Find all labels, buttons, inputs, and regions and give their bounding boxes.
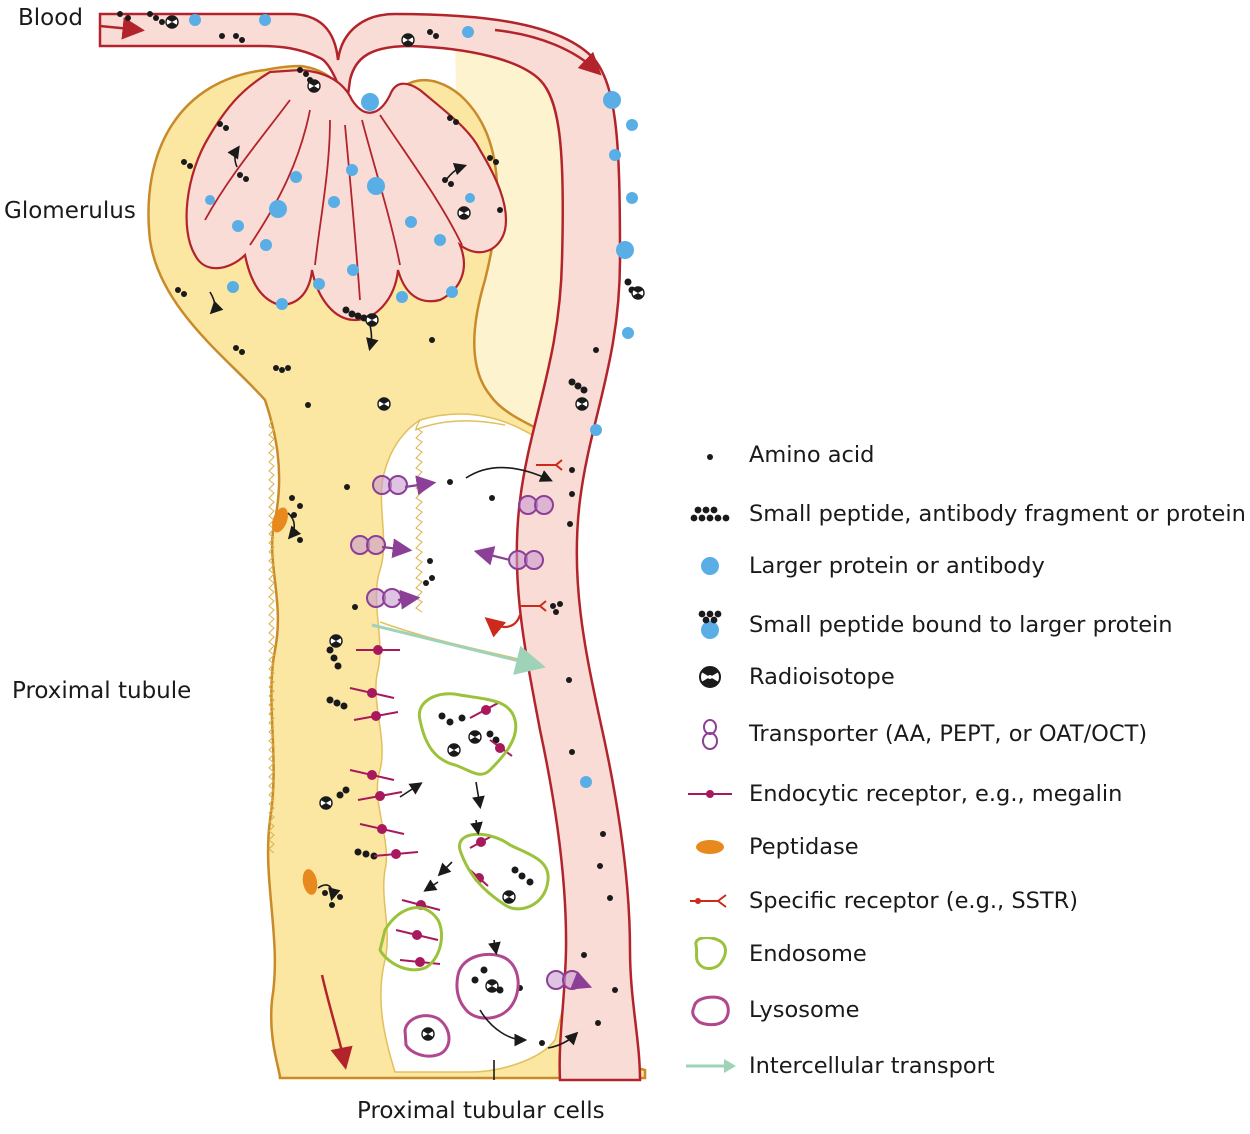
legend-label: Lysosome [749, 997, 860, 1023]
lysosome-small [403, 1014, 451, 1058]
peptidase-lower [302, 869, 318, 895]
label-proximal-tubule: Proximal tubule [12, 678, 192, 704]
peptidase-upper [272, 507, 288, 533]
legend-item-lysosome: Lysosome [680, 993, 1250, 1027]
radioisotope-icon [699, 666, 721, 688]
legend-item-bound-peptide: Small peptide bound to larger protein [680, 608, 1250, 642]
legend-item-peptidase: Peptidase [680, 830, 1250, 864]
endocytic-receptor-icon [688, 790, 732, 798]
amino-acid-icon [707, 454, 713, 460]
endosome-medium [458, 832, 550, 911]
transporter-icon [702, 719, 718, 750]
legend-label: Transporter (AA, PEPT, or OAT/OCT) [749, 721, 1148, 747]
legend-label: Peptidase [749, 834, 859, 860]
legend-label: Endocytic receptor, e.g., megalin [749, 781, 1123, 807]
endosome-budding [378, 906, 443, 972]
legend-label: Radioisotope [749, 664, 895, 690]
intercellular-transport-icon [686, 1059, 736, 1073]
specific-receptors [520, 459, 563, 612]
radioisotope-particles [165, 15, 645, 1041]
specific-receptor-internalize-arrow [484, 614, 522, 638]
capillary-loop-3 [344, 124, 361, 301]
brush-border [415, 419, 423, 613]
capillary-loop-6 [204, 99, 291, 221]
legend-label: Larger protein or antibody [749, 553, 1045, 579]
label-glomerulus: Glomerulus [4, 198, 136, 224]
efferent-flow-arrow [494, 28, 602, 76]
legend-item-radioisotope: Radioisotope [680, 660, 1250, 694]
legend-item-endocytic-receptor: Endocytic receptor, e.g., megalin [680, 777, 1250, 811]
legend-item-larger-protein: Larger protein or antibody [680, 549, 1250, 583]
legend-label: Intercellular transport [749, 1053, 995, 1079]
endosome-large [417, 692, 518, 776]
label-blood: Blood [18, 5, 83, 31]
bound-peptide-icon [698, 610, 722, 639]
label-proximal-tubular-cells: Proximal tubular cells [357, 1098, 605, 1124]
intercellular-transport-arrow [371, 623, 546, 675]
legend-label: Amino acid [749, 442, 875, 468]
larger-protein-icon [701, 557, 719, 575]
small-peptide-icon [690, 506, 730, 522]
legend-label: Endosome [749, 941, 867, 967]
lysosome-icon [691, 995, 730, 1027]
legend-label: Specific receptor (e.g., SSTR) [749, 888, 1079, 914]
endosome-icon [694, 937, 727, 970]
larger-protein-particles [189, 14, 638, 788]
movement-arrows [209, 145, 579, 1049]
legend-item-intercellular-transport: Intercellular transport [680, 1049, 1250, 1083]
capillary-loop-5 [379, 114, 463, 246]
blood-inflow-arrow [99, 17, 145, 40]
legend-label: Small peptide bound to larger protein [749, 612, 1173, 638]
glomerular-capillary-tuft [185, 68, 508, 322]
tubular-flow-arrow [320, 974, 353, 1070]
legend-item-amino-acid: Amino acid [680, 438, 1250, 472]
capillary-loop-1 [249, 109, 311, 246]
outer-brush-border [268, 419, 275, 854]
legend-item-specific-receptor: Specific receptor (e.g., SSTR) [680, 884, 1250, 918]
legend-item-small-peptide: Small peptide, antibody fragment or prot… [680, 497, 1250, 531]
capillary-loop-2 [314, 119, 331, 266]
cell-junction-upper [414, 420, 506, 431]
specific-receptor-icon [690, 894, 727, 908]
lysosome-large [455, 952, 520, 1020]
legend-label: Small peptide, antibody fragment or prot… [749, 501, 1246, 527]
legend-item-transporter: Transporter (AA, PEPT, or OAT/OCT) [680, 717, 1250, 751]
transporter-arrows [381, 475, 593, 990]
peptidase-icon [696, 840, 724, 854]
legend-item-endosome: Endosome [680, 937, 1250, 971]
